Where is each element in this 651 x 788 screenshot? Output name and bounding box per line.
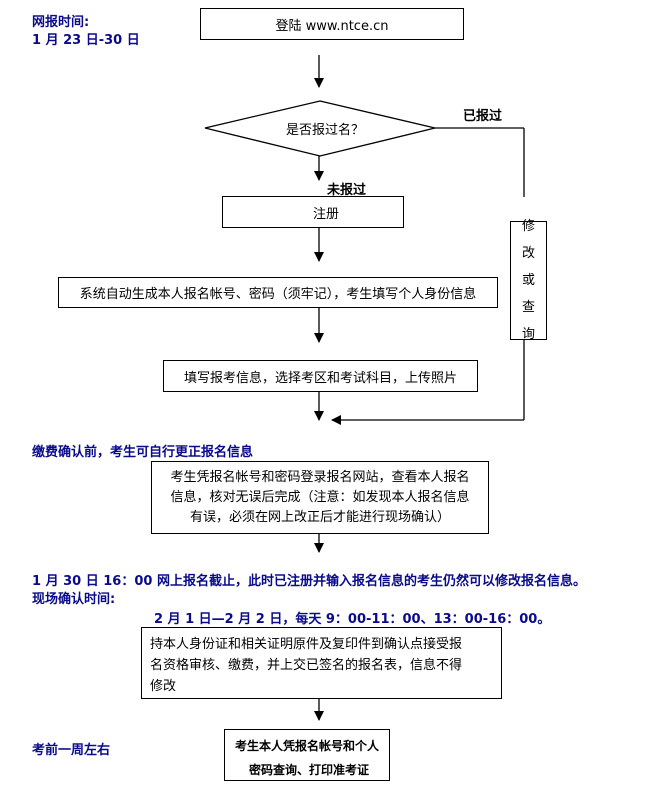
online-time-label: 网报时间: bbox=[32, 15, 90, 30]
modify-char: 询 bbox=[521, 327, 535, 342]
edge-label-not-registered: 未报过 bbox=[327, 183, 367, 198]
fee-confirm-note: 缴费确认前，考生可自行更正报名信息 bbox=[32, 445, 254, 460]
week-before-note: 考前一周左右 bbox=[32, 743, 111, 758]
onsite-line: 名资格审核、缴费，并上交已签名的报名表，信息不得 bbox=[150, 658, 463, 673]
node-modify-or-query: 修 改 或 查 询 bbox=[510, 219, 547, 342]
node-register: 注册 bbox=[222, 196, 404, 228]
modify-char: 改 bbox=[521, 246, 535, 261]
node-onsite-confirm: 持本人身份证和相关证明原件及复印件到确认点接受报 名资格审核、缴费，并上交已签名… bbox=[141, 627, 502, 699]
node-print-ticket: 考生本人凭报名帐号和个人 密码查询、打印准考证 bbox=[224, 729, 390, 781]
node-auto-generate: 系统自动生成本人报名帐号、密码（须牢记），考生填写个人身份信息 bbox=[58, 277, 498, 308]
verify-line: 信息，核对无误后完成（注意：如发现本人报名信息 bbox=[170, 490, 470, 505]
modify-char: 查 bbox=[521, 300, 535, 315]
online-time-range: 1 月 23 日-30 日 bbox=[32, 33, 140, 48]
verify-line: 有误，必须在网上改正后才能进行现场确认） bbox=[189, 510, 450, 525]
modify-char: 或 bbox=[521, 273, 535, 288]
node-login: 登陆 www.ntce.cn bbox=[200, 8, 464, 40]
modify-char: 修 bbox=[521, 219, 535, 234]
verify-line: 考生凭报名帐号和密码登录报名网站，查看本人报名 bbox=[170, 470, 470, 485]
onsite-line: 持本人身份证和相关证明原件及复印件到确认点接受报 bbox=[150, 637, 463, 652]
node-decision-label: 是否报过名？ bbox=[285, 122, 364, 138]
onsite-line: 修改 bbox=[150, 679, 177, 694]
print-line: 密码查询、打印准考证 bbox=[249, 763, 370, 777]
onsite-time-label: 现场确认时间: bbox=[32, 592, 116, 607]
edge-label-already-registered: 已报过 bbox=[463, 109, 503, 124]
deadline-note: 1 月 30 日 16：00 网上报名截止，此时已注册并输入报名信息的考生仍然可… bbox=[32, 574, 586, 589]
print-line: 考生本人凭报名帐号和个人 bbox=[235, 739, 380, 753]
decision-diamond bbox=[204, 100, 436, 157]
onsite-time-range: 2 月 1 日—2 月 2 日，每天 9：00-11：00、13：00-16：0… bbox=[154, 612, 551, 627]
node-fill-exam-info: 填写报考信息，选择考区和考试科目，上传照片 bbox=[163, 360, 478, 392]
node-verify-info: 考生凭报名帐号和密码登录报名网站，查看本人报名 信息，核对无误后完成（注意：如发… bbox=[151, 461, 489, 534]
